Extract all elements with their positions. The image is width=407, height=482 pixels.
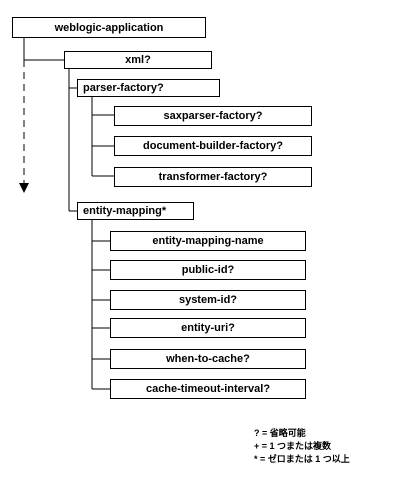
node-entity-mapping-name: entity-mapping-name [110,231,306,251]
legend-optional: ? = 省略可能 [254,428,306,438]
node-system-id: system-id? [110,290,306,310]
node-transformer-factory: transformer-factory? [114,167,312,187]
node-when-to-cache: when-to-cache? [110,349,306,369]
legend-one-or-more: + = 1 つまたは複数 [254,441,332,451]
node-xml: xml? [64,51,212,69]
node-parser-factory: parser-factory? [77,79,220,97]
node-entity-mapping: entity-mapping* [77,202,194,220]
node-document-builder-factory: document-builder-factory? [114,136,312,156]
down-arrow-icon [19,183,29,193]
node-weblogic-application: weblogic-application [12,17,206,38]
legend-zero-or-more: * = ゼロまたは 1 つ以上 [254,454,350,464]
legend: ? = 省略可能 + = 1 つまたは複数 * = ゼロまたは 1 つ以上 [254,427,350,466]
node-entity-uri: entity-uri? [110,318,306,338]
node-public-id: public-id? [110,260,306,280]
node-cache-timeout-interval: cache-timeout-interval? [110,379,306,399]
node-saxparser-factory: saxparser-factory? [114,106,312,126]
